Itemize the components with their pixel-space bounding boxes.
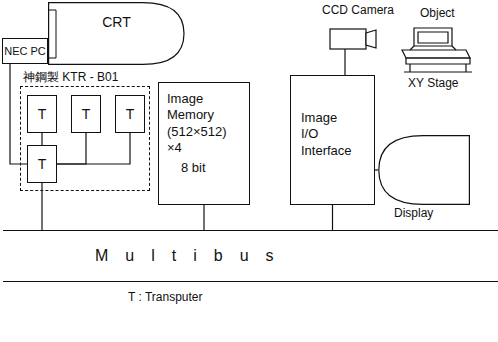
node-text: NEC PC [4,45,46,57]
transputer-box: T [115,95,145,133]
node-text: Display [394,206,433,220]
connector-path [57,133,130,164]
node-text: T [38,156,47,172]
connector-line [204,205,205,230]
connector-path [41,133,42,145]
node-text: Image I/O Interface [301,110,357,159]
connector-line [57,133,86,164]
display-outline [378,135,470,205]
legend-note: T : Transputer [128,290,202,304]
connector-line [42,133,43,145]
connector-path [57,133,86,164]
node-text: Image Memory (512×512) ×4 [167,91,239,156]
memory-box: Image Memory (512×512) ×4 8 bit [158,82,250,205]
transputer-box: T [27,95,57,133]
connector-line [332,205,333,230]
connector-path [375,169,378,170]
transputer-box: T [71,95,101,133]
transputer-box: T [27,145,57,183]
xy-stage-drawing [402,28,472,72]
node-text: 8 bit [181,160,206,176]
board-group: 神鋼製 KTR - B01TTTT [20,86,150,191]
node-text: CRT [102,14,131,30]
node-text: T [82,106,91,122]
crt-monitor: CRT [48,2,185,65]
node-text: Multibus [95,247,291,265]
node-text: CCD Camera [322,3,394,17]
connector-path [203,205,204,230]
bus-band: Multibus [3,230,498,282]
node-text: T [38,106,47,122]
display-shape: Display [378,135,470,205]
camera-node: CCD Camera [320,3,395,58]
connector-line [345,58,346,75]
connector-path [344,58,345,75]
connector-line [375,170,378,171]
connector-line [57,133,130,164]
crt-outline [48,2,185,65]
object-label: Object [420,6,455,20]
node-text: T [126,106,135,122]
connector-path [332,205,333,230]
interface-box: Image I/O Interface [290,75,375,205]
stage-label: XY Stage [408,76,458,90]
computer-box: NEC PC [2,38,48,64]
node-text: 神鋼製 KTR - B01 [23,69,118,86]
